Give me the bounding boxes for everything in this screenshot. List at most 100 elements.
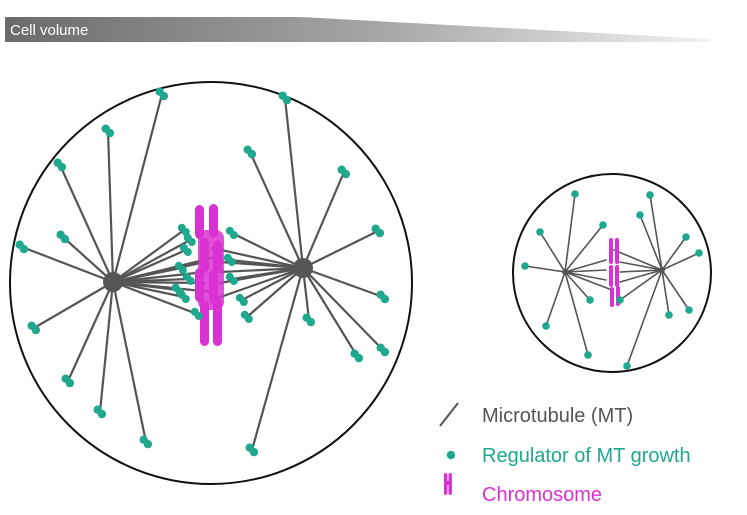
regulator-dot	[636, 211, 644, 219]
regulator-dot	[60, 234, 70, 244]
regulator-dot	[623, 362, 631, 370]
microtubule	[564, 271, 589, 356]
regulator-dot	[665, 311, 673, 319]
microtubule	[661, 252, 700, 271]
microtubule	[240, 266, 305, 302]
microtubule	[619, 269, 663, 283]
microtubule	[564, 271, 607, 281]
cell-volume-gradient-bar	[5, 17, 710, 42]
regulator-dot	[181, 295, 190, 303]
chromosome-cluster	[198, 230, 224, 310]
chromosome	[615, 238, 619, 264]
microtubule	[564, 193, 576, 273]
regulator-dot	[229, 277, 238, 285]
microtubule	[218, 266, 305, 274]
microtubule	[301, 266, 385, 352]
regulator-dot	[695, 249, 703, 257]
microtubule	[111, 238, 192, 284]
regulator-dot	[159, 91, 169, 101]
regulator-dot	[229, 231, 238, 239]
regulator-dot	[380, 294, 390, 304]
microtubule	[619, 269, 663, 273]
microtubule	[661, 269, 690, 311]
large-cell-right-pole	[293, 258, 313, 278]
regulator-dot	[584, 351, 592, 359]
microtubule	[661, 236, 687, 271]
microtubule	[20, 245, 115, 284]
microtubule-line-icon	[439, 402, 459, 427]
microtubule	[564, 259, 607, 273]
microtubule	[250, 266, 305, 452]
regulator-dot	[646, 191, 654, 199]
regulator-dot	[187, 238, 196, 246]
cell-volume-label: Cell volume	[10, 22, 88, 39]
large-cell-left-pole	[103, 272, 123, 292]
small-cell-microtubules	[524, 193, 700, 367]
microtubule	[245, 266, 305, 319]
microtubule	[111, 248, 188, 284]
chromosome	[615, 265, 619, 287]
regulator-dot	[380, 347, 390, 357]
chromosome	[609, 265, 613, 287]
microtubule	[639, 214, 663, 271]
microtubule	[111, 92, 164, 284]
microtubule	[248, 150, 305, 270]
small-cell-outline	[512, 173, 712, 373]
regulator-dot	[105, 128, 115, 138]
regulator-dot	[31, 325, 41, 335]
chromosome	[609, 238, 613, 264]
regulator-dot	[536, 228, 544, 236]
regulator-dot	[542, 322, 550, 330]
microtubule	[564, 271, 613, 291]
microtubule	[111, 228, 186, 284]
regulator-dot	[282, 95, 292, 105]
microtubule	[283, 96, 305, 270]
microtubule	[32, 280, 115, 330]
microtubule	[111, 280, 199, 316]
microtubule	[58, 163, 115, 284]
regulator-dot	[586, 296, 594, 304]
regulator-dot	[178, 266, 187, 274]
microtubule	[564, 269, 607, 273]
regulator-dot	[65, 378, 75, 388]
microtubule	[564, 271, 591, 301]
regulator-dot	[685, 306, 693, 314]
regulator-dot	[247, 149, 257, 159]
microtubule	[210, 266, 305, 302]
microtubule	[649, 194, 663, 271]
regulator-dot	[183, 248, 192, 256]
legend-microtubule-label: Microtubule (MT)	[482, 405, 633, 427]
regulator-dot	[239, 298, 248, 306]
chromosome	[200, 300, 209, 346]
regulator-dot-icon	[446, 450, 456, 460]
small-cell-left-pole	[562, 269, 568, 275]
regulator-dot	[19, 244, 29, 254]
microtubule	[111, 280, 148, 444]
microtubule	[524, 265, 566, 273]
legend-chromosome-label: Chromosome	[482, 484, 602, 506]
regulator-dot	[227, 258, 236, 266]
cell-volume-header: Cell volume	[5, 17, 710, 42]
microtubule	[626, 269, 663, 367]
large-cell-microtubules	[20, 92, 385, 452]
microtubule	[661, 269, 670, 316]
regulator-dot	[616, 296, 624, 304]
large-cell	[9, 81, 413, 485]
regulator-dot	[341, 169, 351, 179]
regulator-dot	[599, 221, 607, 229]
regulator-dot	[306, 317, 316, 327]
microtubule	[111, 280, 186, 299]
microtubule	[301, 229, 380, 270]
microtubule	[619, 269, 663, 301]
small-cell-regulators	[521, 190, 703, 370]
legend: Microtubule (MT) Regulator of MT growth …	[439, 402, 691, 506]
chromosome	[610, 287, 614, 307]
regulator-dot	[97, 409, 107, 419]
microtubule	[98, 280, 115, 414]
microtubule	[619, 261, 663, 271]
large-cell-outline	[9, 81, 413, 485]
microtubule	[111, 256, 214, 284]
microtubule	[301, 170, 346, 270]
microtubule	[111, 270, 207, 284]
microtubule	[66, 280, 115, 383]
